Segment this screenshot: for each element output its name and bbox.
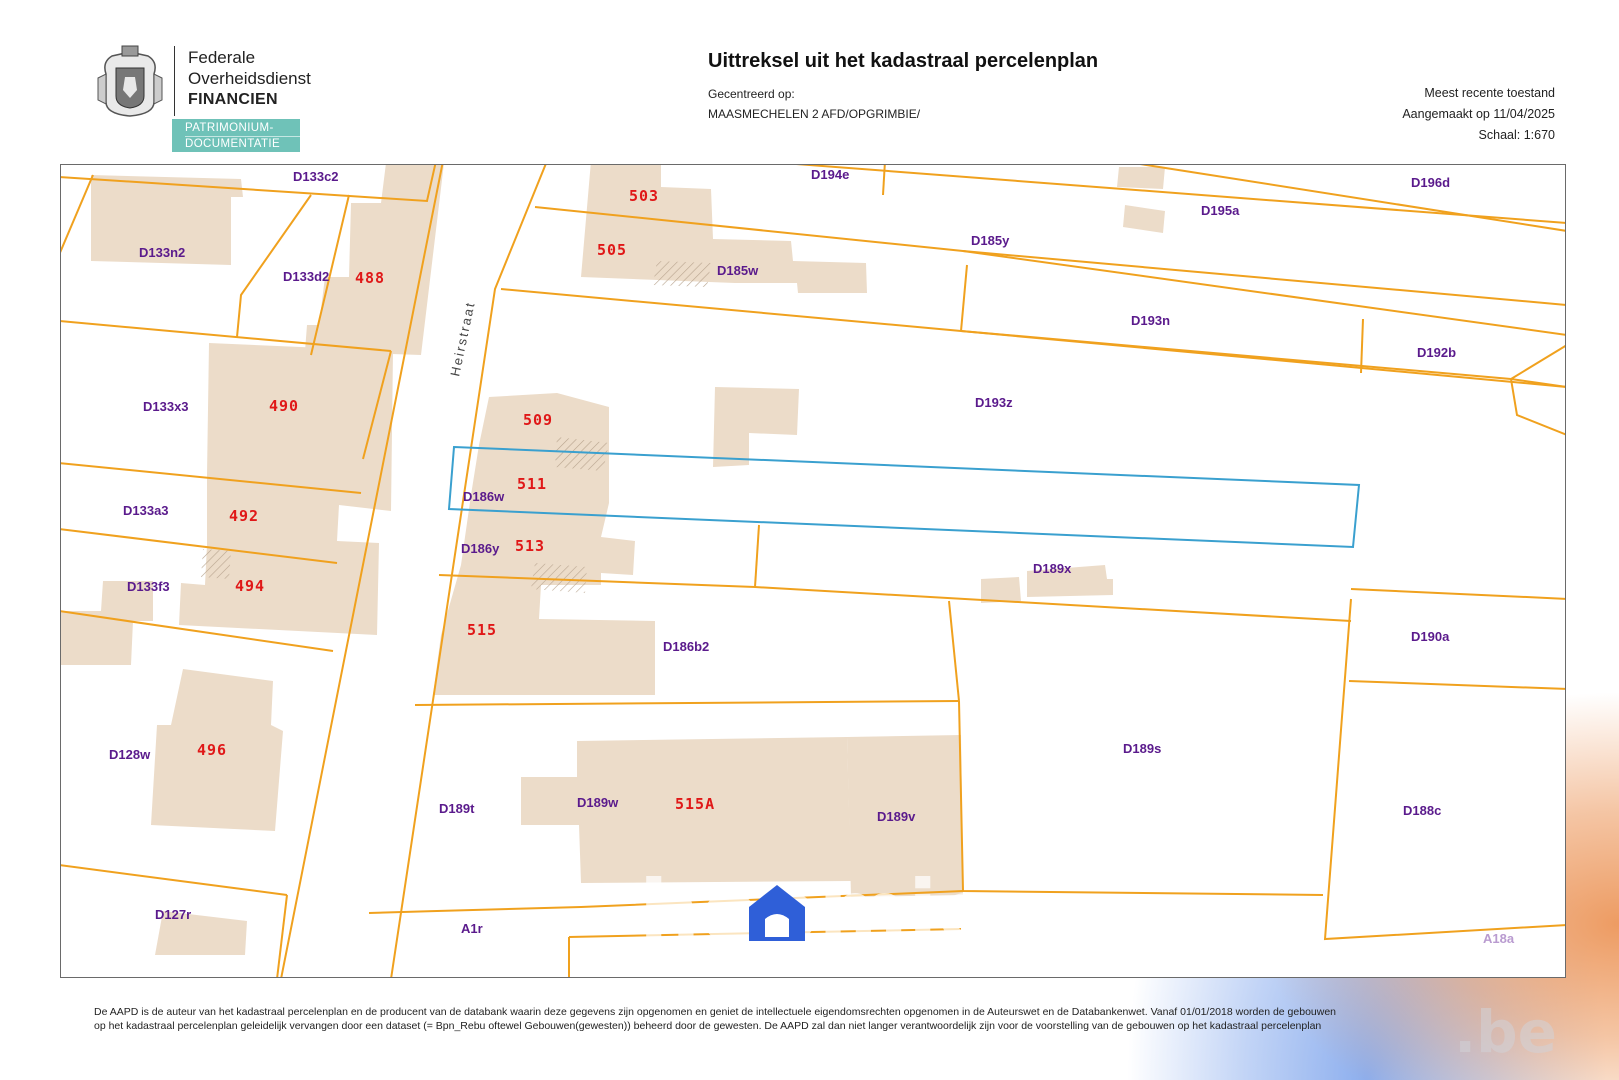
parcel-label[interactable]: D133f3 (127, 579, 170, 594)
disclaimer-line-2: op het kadastraal percelenplan geleideli… (94, 1020, 1322, 1032)
street-label: Heirstraat (447, 300, 478, 378)
hatched-area (201, 549, 231, 579)
hatched-area (653, 261, 711, 287)
parcel-label[interactable]: D186b2 (663, 639, 709, 654)
parcel-label[interactable]: D189s (1123, 741, 1161, 756)
parcel-lines (61, 165, 1565, 977)
parcel-label[interactable]: D196d (1411, 175, 1450, 190)
house-icon (749, 885, 805, 941)
building (91, 175, 243, 265)
centered-value: MAASMECHELEN 2 AFD/OPGRIMBIE/ (708, 107, 921, 121)
parcel-label[interactable]: A18a (1483, 931, 1515, 946)
house-number: 490 (269, 397, 299, 415)
parcel-label[interactable]: D188c (1403, 803, 1441, 818)
building (1117, 167, 1165, 189)
disclaimer: De AAPD is de auteur van het kadastraal … (94, 1005, 1474, 1033)
org-line-2: Overheidsdienst (188, 69, 311, 88)
dept-line-2: DOCUMENTATIE (185, 138, 281, 150)
building (581, 165, 867, 293)
buildings (61, 165, 1165, 955)
house-number: 494 (235, 577, 265, 595)
parcel-label[interactable]: D133n2 (139, 245, 185, 260)
parcel-labels: D133c2 D194e D196d D195a D185y D133n2 D1… (109, 167, 1515, 946)
parcel-label[interactable]: D128w (109, 747, 151, 762)
house-numbers: 503 505 488 490 509 511 492 513 494 515 … (197, 187, 715, 813)
parcel-label[interactable]: D186y (461, 541, 500, 556)
building (61, 581, 153, 665)
house-number: 505 (597, 241, 627, 259)
house-number: 488 (355, 269, 385, 287)
org-line-3: FINANCIEN (188, 91, 278, 108)
building (1027, 565, 1113, 597)
hatched-area (555, 437, 609, 471)
hoomie-watermark: hoomie (639, 862, 996, 962)
header: Federale Overheidsdienst FINANCIEN PATRI… (0, 0, 1619, 160)
parcel-label[interactable]: D133a3 (123, 503, 169, 518)
building (981, 577, 1021, 603)
parcel-label[interactable]: D190a (1411, 629, 1450, 644)
building (1123, 205, 1165, 233)
map-svg: Heirstraat D133c2 D194e D196d D195a D185… (61, 165, 1565, 977)
house-number: 509 (523, 411, 553, 429)
building (713, 387, 799, 467)
parcel-label[interactable]: D185y (971, 233, 1010, 248)
house-number: 496 (197, 741, 227, 759)
house-number: 503 (629, 187, 659, 205)
scale-text: Schaal: 1:670 (1478, 128, 1555, 142)
building (847, 735, 963, 897)
parcel-label[interactable]: D189t (439, 801, 475, 816)
building (305, 165, 444, 355)
house-number: 511 (517, 475, 547, 493)
parcel-label[interactable]: D127r (155, 907, 191, 922)
watermark-text: hoomie (639, 862, 996, 962)
dept-badge: PATRIMONIUM- DOCUMENTATIE (172, 119, 300, 152)
page-title: Uittreksel uit het kadastraal percelenpl… (708, 50, 1099, 72)
house-number: 492 (229, 507, 259, 525)
hatched-area (531, 563, 587, 593)
logo-divider (174, 46, 175, 116)
parcel-label[interactable]: D133x3 (143, 399, 189, 414)
fod-logo: Federale Overheidsdienst FINANCIEN PATRI… (92, 44, 322, 156)
parcel-label[interactable]: D193n (1131, 313, 1170, 328)
building (179, 343, 393, 635)
parcel-label[interactable]: D189v (877, 809, 916, 824)
parcel-label[interactable]: D186w (463, 489, 505, 504)
state-text: Meest recente toestand (1424, 86, 1555, 100)
parcel-label[interactable]: D133d2 (283, 269, 329, 284)
created-date: Aangemaakt op 11/04/2025 (1402, 107, 1555, 121)
parcel-label[interactable]: D193z (975, 395, 1013, 410)
dept-line-1: PATRIMONIUM- (185, 121, 300, 137)
house-number: 515A (675, 795, 715, 813)
building (151, 669, 283, 831)
building (155, 911, 247, 955)
cadastral-map[interactable]: Heirstraat D133c2 D194e D196d D195a D185… (60, 164, 1566, 978)
house-number: 515 (467, 621, 497, 639)
highlighted-parcel-outline[interactable] (447, 445, 1361, 549)
house-number: 513 (515, 537, 545, 555)
parcel-label[interactable]: D194e (811, 167, 849, 182)
parcel-label[interactable]: D133c2 (293, 169, 339, 184)
belgian-crest-icon (97, 45, 163, 117)
parcel-label[interactable]: D189w (577, 795, 619, 810)
be-mark: .be (1454, 998, 1557, 1066)
parcel-label[interactable]: D189x (1033, 561, 1072, 576)
disclaimer-line-1: De AAPD is de auteur van het kadastraal … (94, 1006, 1337, 1018)
building (521, 737, 851, 883)
parcel-label[interactable]: D185w (717, 263, 759, 278)
parcel-label[interactable]: D195a (1201, 203, 1240, 218)
centered-label: Gecentreerd op: (708, 87, 795, 101)
parcel-label[interactable]: A1r (461, 921, 483, 936)
parcel-label[interactable]: D192b (1417, 345, 1456, 360)
org-line-1: Federale (188, 48, 256, 67)
